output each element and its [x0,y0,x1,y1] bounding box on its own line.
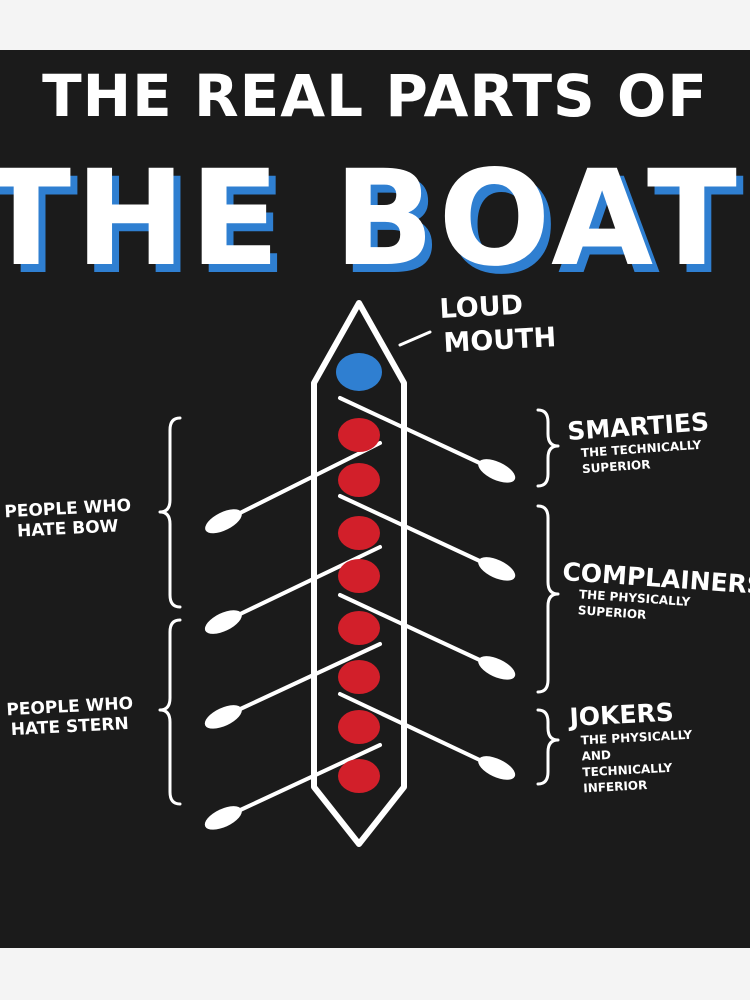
oar-blade [478,459,516,483]
jokers-label-group: JOKERS THE PHYSICALLY AND TECHNICALLY IN… [567,698,693,796]
oar-7 [338,692,516,780]
loud-mouth-pointer [398,330,432,347]
right-bracket-complainers [536,504,560,694]
oar-shaft [234,441,382,517]
rower-seat-7 [338,710,380,744]
rower-seat-1 [338,418,380,452]
oar-3 [338,494,516,581]
oar-4 [204,545,382,634]
jokers-sub-2: AND [581,748,611,764]
oar-blade [204,705,242,729]
smarties-label-group: SMARTIES THE TECHNICALLY SUPERIOR [566,407,709,476]
oars [204,396,516,830]
rower-seat-6 [338,660,380,694]
oar-blade [478,756,516,780]
title-line2-group: THE BOAT THE BOAT [0,142,748,304]
loud-mouth-label-line1: LOUD [439,290,524,325]
rower-seat-2 [338,463,380,497]
oar-shaft [338,692,486,764]
oar-2 [205,441,382,534]
rower-seat-8 [338,759,380,793]
rower-seats [338,418,380,793]
rower-seat-5 [338,611,380,645]
title-line2-shadow: THE BOAT [0,150,748,304]
left-bracket-stern [158,618,182,806]
complainers-sub-2: SUPERIOR [577,603,646,622]
oar-blade [204,610,242,634]
coxswain-seat [336,353,382,391]
title-line1-group: THE REAL PARTS OF [42,62,708,130]
oar-blade [205,509,242,534]
oar-5 [338,593,516,680]
title-line1: THE REAL PARTS OF [42,62,708,130]
right-bracket-smarties [536,408,560,488]
oar-blade [204,806,242,830]
jokers-sub-3: TECHNICALLY [582,761,673,780]
right-bracket-jokers [536,708,560,786]
left-label-bow-line2: HATE BOW [17,516,120,541]
jokers-sub-4: INFERIOR [583,778,648,795]
oar-shaft [234,642,382,713]
rower-seat-3 [338,516,380,550]
complainers-label-group: COMPLAINERS THE PHYSICALLY SUPERIOR [562,557,750,622]
oar-8 [204,743,382,830]
jokers-sub-1: THE PHYSICALLY [580,728,692,748]
oar-shaft [338,396,486,467]
oar-blade [478,656,516,680]
oar-blade [478,557,516,581]
oar-shaft [338,494,486,565]
rower-seat-4 [338,559,380,593]
oar-shaft [234,743,382,814]
loud-mouth-label-line2: MOUTH [443,322,557,359]
oar-shaft [234,545,382,618]
title-line2: THE BOAT [0,142,741,296]
oar-6 [204,642,382,729]
poster: THE REAL PARTS OF THE BOAT THE BOAT LOUD… [0,50,750,948]
boat-hull [311,300,407,847]
left-bracket-bow [158,416,182,609]
oar-shaft [338,593,486,664]
boat-diagram: THE REAL PARTS OF THE BOAT THE BOAT LOUD… [0,62,750,847]
jokers-title: JOKERS [567,698,675,733]
oar-1 [338,396,516,483]
smarties-sub-2: SUPERIOR [582,457,651,476]
